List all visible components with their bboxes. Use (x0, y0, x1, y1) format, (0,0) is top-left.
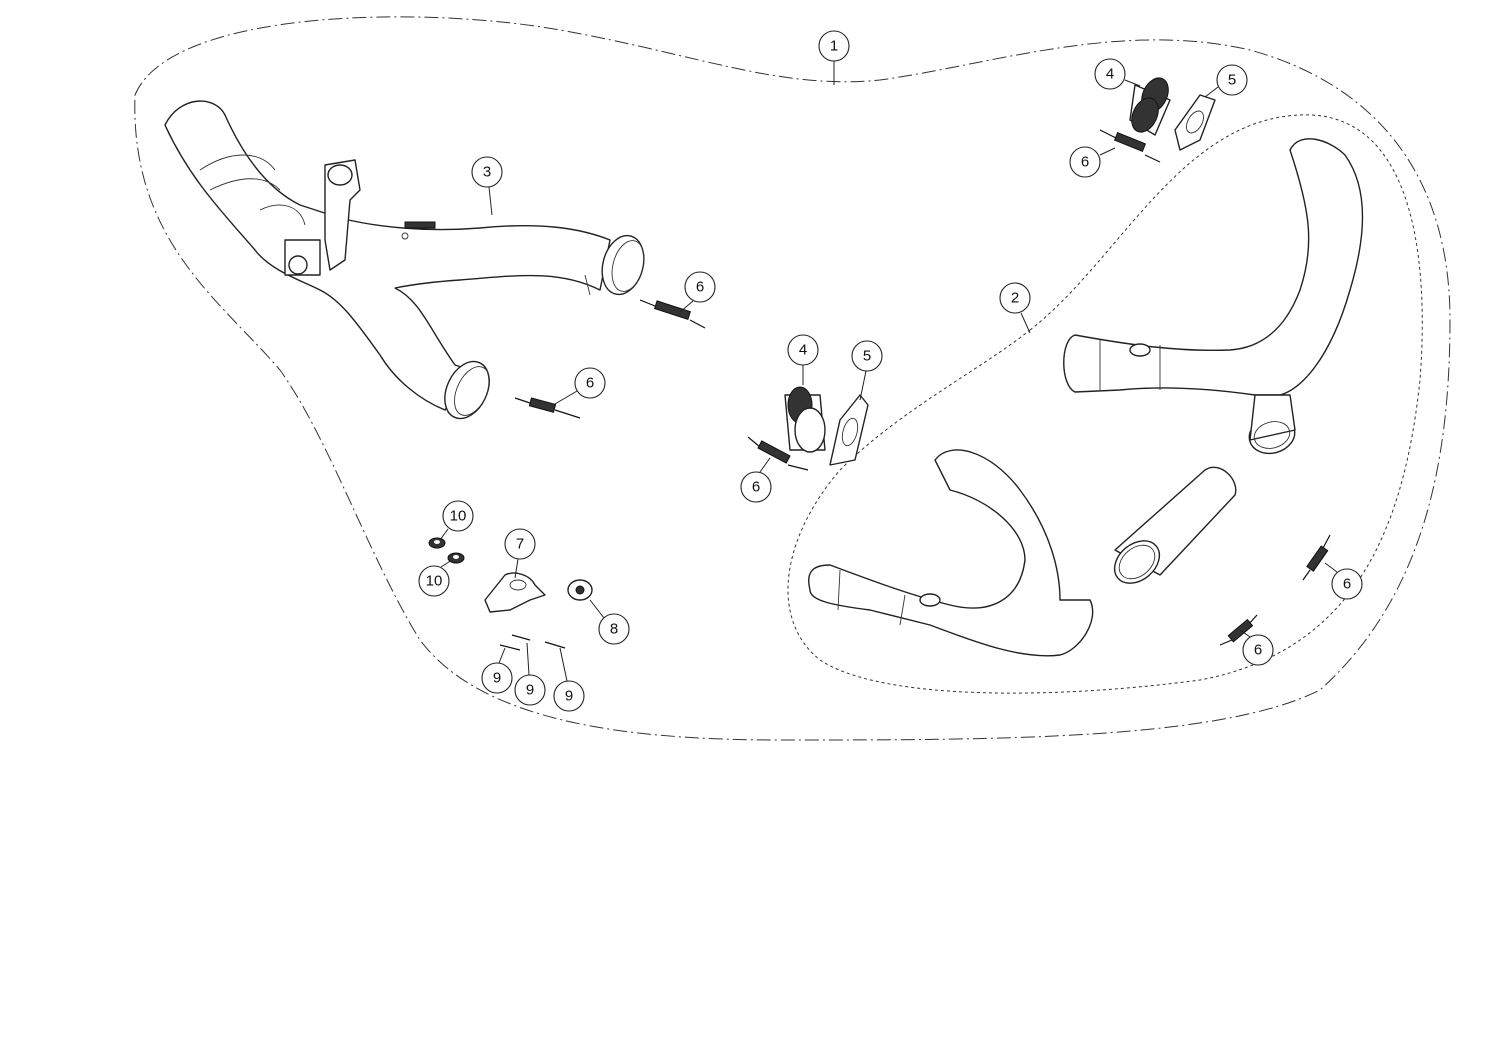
gasket-part-5-upper (1174, 94, 1216, 151)
svg-text:3: 3 (483, 164, 491, 181)
clamp-part-4-middle (784, 386, 826, 453)
callout-6: 6 (684, 271, 716, 303)
callout-8: 8 (598, 613, 630, 645)
callout-10: 10 (418, 565, 450, 597)
svg-text:6: 6 (1343, 576, 1351, 593)
svg-text:2: 2 (1011, 290, 1019, 307)
bracket-part-7 (484, 572, 546, 613)
svg-text:6: 6 (1254, 642, 1262, 659)
svg-text:6: 6 (586, 375, 594, 392)
callout-6: 6 (1331, 568, 1363, 600)
svg-text:4: 4 (799, 342, 807, 359)
svg-text:7: 7 (516, 536, 524, 553)
callout-6: 6 (574, 367, 606, 399)
svg-text:9: 9 (565, 688, 573, 705)
leader-lines (439, 61, 1338, 682)
svg-text:10: 10 (450, 508, 467, 525)
springs-part-6 (514, 129, 1331, 646)
assembly-2-boundary (787, 114, 1423, 694)
callout-5: 5 (851, 340, 883, 372)
callout-3: 3 (471, 156, 503, 188)
svg-text:9: 9 (493, 670, 501, 687)
svg-text:8: 8 (610, 621, 618, 638)
callout-9: 9 (553, 680, 585, 712)
svg-text:5: 5 (1228, 72, 1236, 89)
callout-4: 4 (787, 334, 819, 366)
svg-text:6: 6 (696, 279, 704, 296)
callout-6: 6 (1242, 634, 1274, 666)
svg-text:6: 6 (1081, 154, 1089, 171)
callout-4: 4 (1094, 58, 1126, 90)
svg-text:9: 9 (526, 682, 534, 699)
callout-10: 10 (442, 500, 474, 532)
callout-5: 5 (1216, 64, 1248, 96)
assembly-1-boundary (134, 16, 1451, 741)
svg-text:6: 6 (752, 479, 760, 496)
callout-9: 9 (481, 662, 513, 694)
small-hardware (428, 537, 593, 651)
gasket-part-5-middle (829, 394, 869, 466)
callout-6: 6 (1069, 146, 1101, 178)
svg-text:5: 5 (863, 348, 871, 365)
svg-text:1: 1 (830, 38, 838, 55)
header-pipes-part-2 (808, 138, 1364, 657)
svg-text:4: 4 (1106, 66, 1114, 83)
callout-6: 6 (740, 471, 772, 503)
svg-text:10: 10 (426, 573, 443, 590)
callout-7: 7 (504, 528, 536, 560)
clamp-part-4-upper (1129, 77, 1171, 136)
callout-9: 9 (514, 674, 546, 706)
callout-1: 1 (818, 30, 850, 62)
y-pipe-part-3 (164, 100, 645, 420)
callout-2: 2 (999, 282, 1031, 314)
